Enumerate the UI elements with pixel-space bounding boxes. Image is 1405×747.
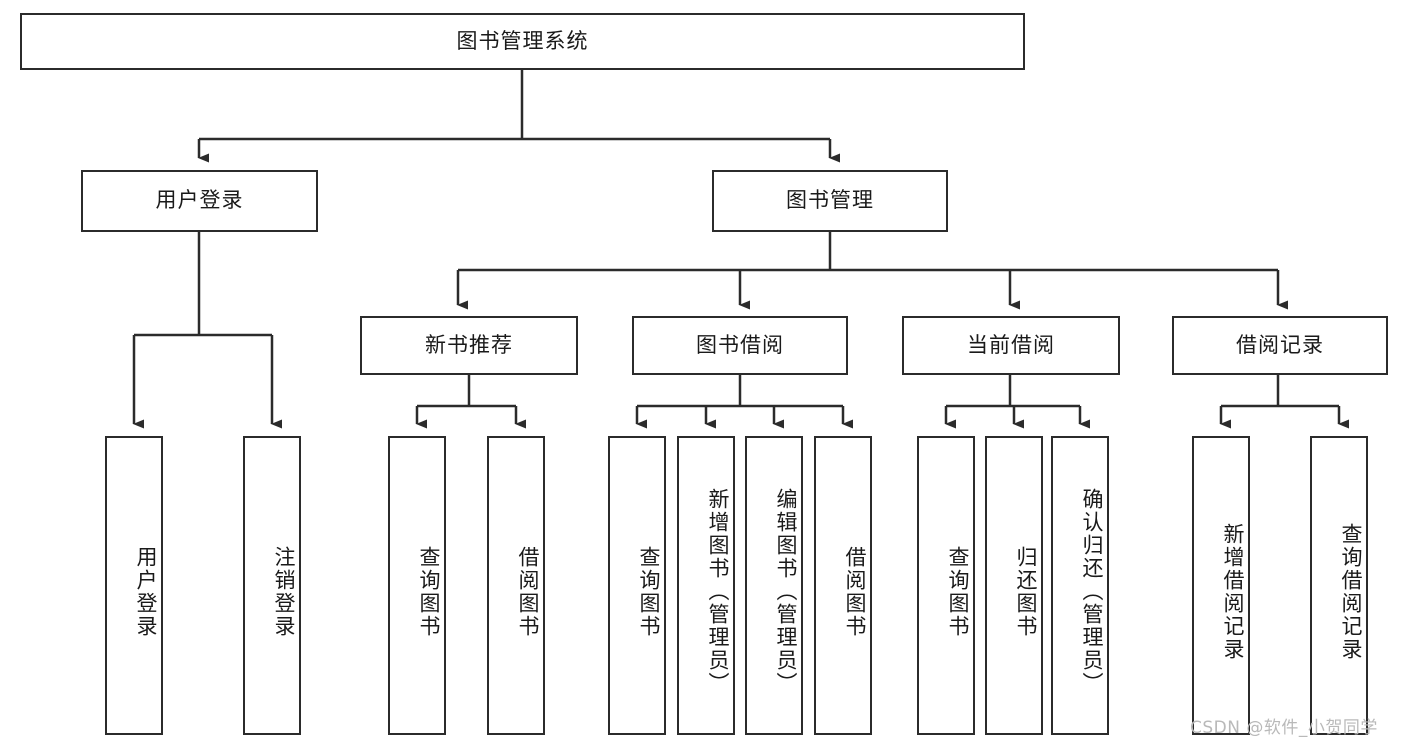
node-new-book-rec[interactable]: 新书推荐 — [360, 316, 578, 375]
node-user-login[interactable]: 用户登录 — [81, 170, 318, 232]
node-label: 图书管理系统 — [456, 28, 589, 53]
node-root[interactable]: 图书管理系统 — [20, 13, 1025, 70]
node-book-manage[interactable]: 图书管理 — [712, 170, 948, 232]
node-label: 借阅图书 — [516, 545, 540, 638]
node-label: 借阅记录 — [1236, 332, 1324, 357]
node-leaf-add-book[interactable]: 新增图书（管理员） — [677, 436, 735, 735]
node-leaf-add-record[interactable]: 新增借阅记录 — [1192, 436, 1250, 735]
node-leaf-query-book-bb[interactable]: 查询图书 — [608, 436, 666, 735]
node-label: 查询图书 — [946, 545, 970, 638]
node-label: 用户登录 — [155, 188, 244, 213]
node-leaf-query-book-cb[interactable]: 查询图书 — [917, 436, 975, 735]
node-label: 当前借阅 — [967, 332, 1055, 357]
node-leaf-return-book[interactable]: 归还图书 — [985, 436, 1043, 735]
node-label: 确认归还（管理员） — [1080, 488, 1104, 695]
node-leaf-borrow-book-rec[interactable]: 借阅图书 — [487, 436, 545, 735]
node-label: 用户登录 — [134, 545, 158, 638]
node-label: 新增图书（管理员） — [706, 488, 730, 695]
node-label: 查询借阅记录 — [1339, 522, 1363, 661]
node-leaf-query-record[interactable]: 查询借阅记录 — [1310, 436, 1368, 735]
node-label: 归还图书 — [1014, 545, 1038, 638]
node-label: 查询图书 — [637, 545, 661, 638]
node-leaf-query-book-rec[interactable]: 查询图书 — [388, 436, 446, 735]
node-label: 注销登录 — [272, 545, 296, 638]
node-current-borrow[interactable]: 当前借阅 — [902, 316, 1120, 375]
node-leaf-user-logout[interactable]: 注销登录 — [243, 436, 301, 735]
node-label: 图书借阅 — [696, 332, 784, 357]
node-label: 查询图书 — [417, 545, 441, 638]
node-leaf-confirm-return[interactable]: 确认归还（管理员） — [1051, 436, 1109, 735]
node-label: 图书管理 — [786, 188, 874, 213]
watermark: CSDN @软件_小贺同学 — [1190, 718, 1378, 738]
node-label: 借阅图书 — [843, 545, 867, 638]
node-borrow-record[interactable]: 借阅记录 — [1172, 316, 1388, 375]
node-leaf-borrow-book-bb[interactable]: 借阅图书 — [814, 436, 872, 735]
node-leaf-edit-book[interactable]: 编辑图书（管理员） — [745, 436, 803, 735]
node-label: 新书推荐 — [425, 332, 513, 357]
node-label: 编辑图书（管理员） — [774, 488, 798, 695]
node-leaf-user-login[interactable]: 用户登录 — [105, 436, 163, 735]
node-book-borrow[interactable]: 图书借阅 — [632, 316, 848, 375]
node-label: 新增借阅记录 — [1221, 522, 1245, 661]
